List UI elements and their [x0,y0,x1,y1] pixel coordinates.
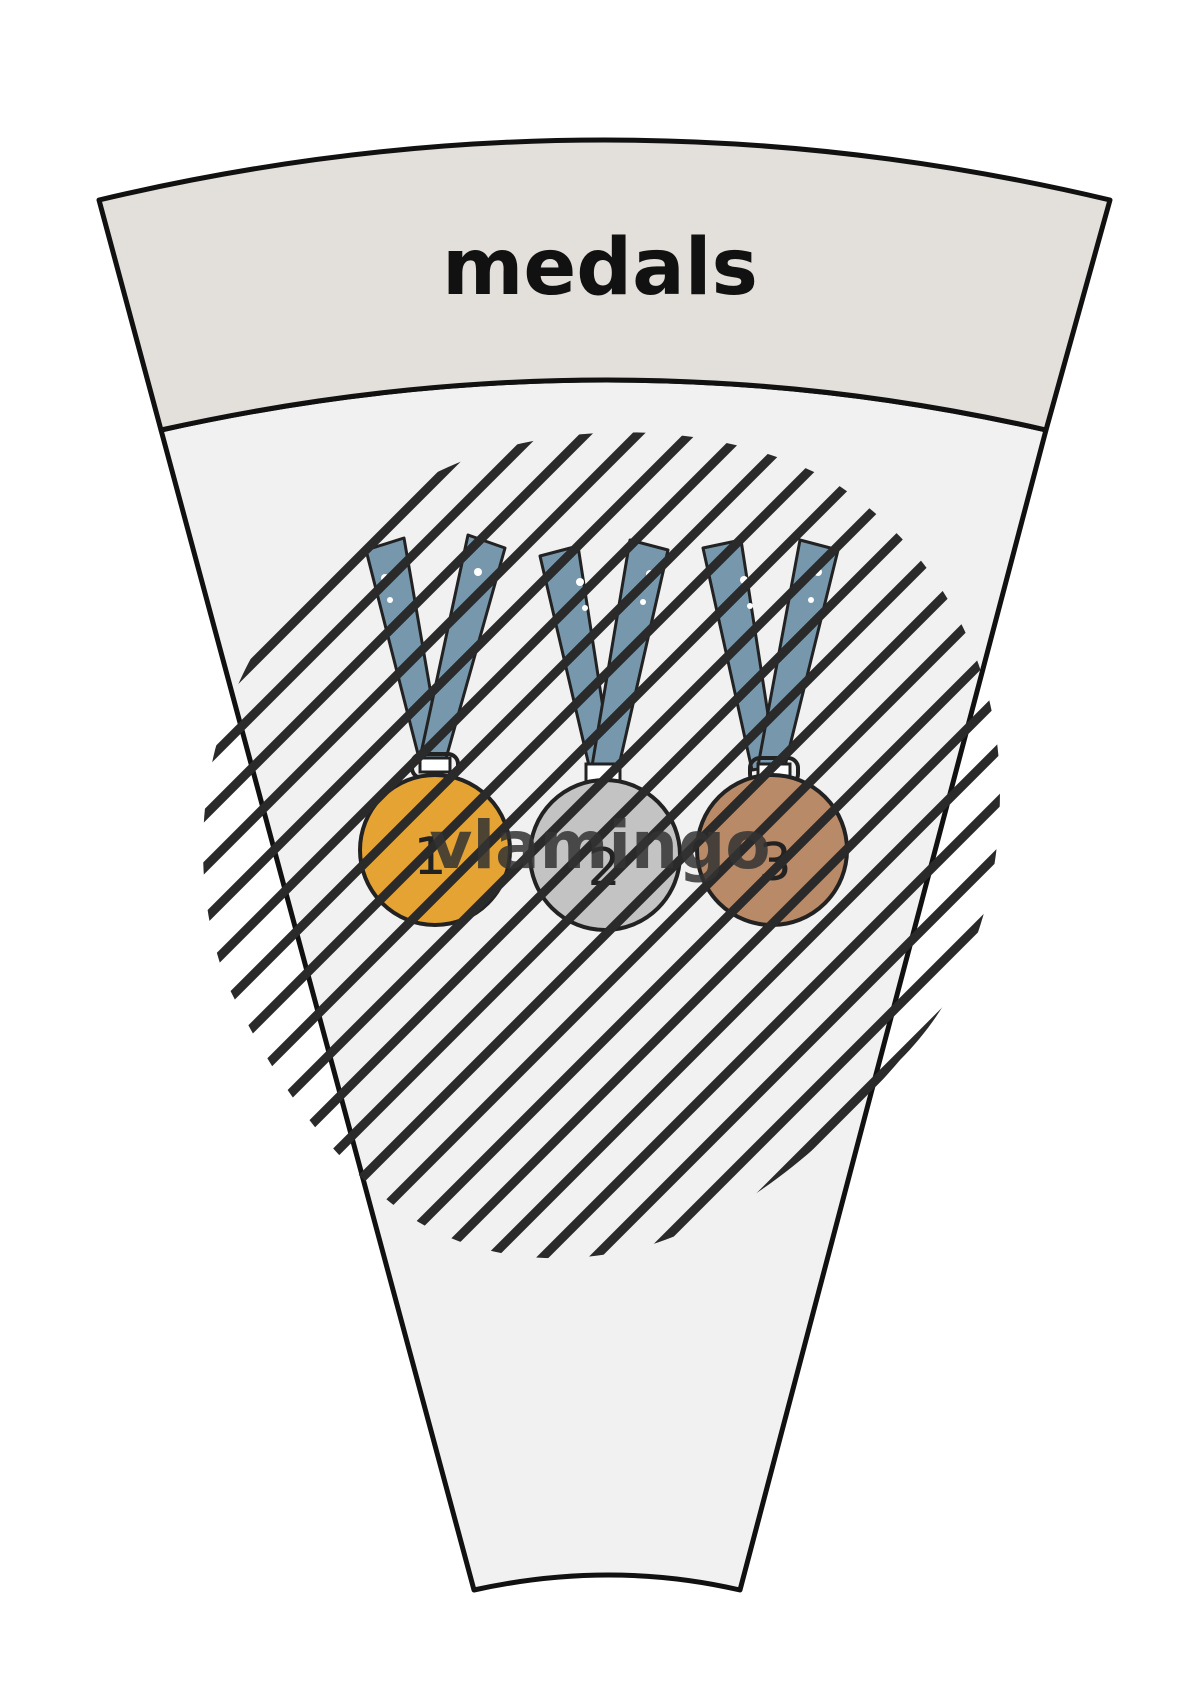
hatch-line [203,432,1000,1259]
hatch-line [203,432,1000,1259]
hatch-line [496,432,1000,1259]
hatch-line [548,432,1000,1259]
hatch-line [203,432,1000,1259]
hatch-line [444,432,1000,1259]
hatch-line [600,432,1000,1259]
watermark-hatch [203,432,1000,1259]
hatch-line [203,432,1000,1259]
hatch-line [203,432,920,1259]
hatch-line [203,432,1000,1259]
hatch-line [236,432,1000,1259]
card-header [96,137,1113,433]
hatch-line [203,432,972,1259]
hatch-line [392,432,1000,1259]
card-title: medals [442,223,758,313]
hatch-line [203,432,1000,1259]
hatch-line [203,432,1000,1259]
hatch-line [288,432,1000,1259]
hatch-line [203,432,1000,1259]
gold-medal-loop [418,756,452,774]
hatch-line [203,432,1000,1259]
watermark-text: vlamingo [429,807,770,884]
hatch-line [652,432,1000,1259]
